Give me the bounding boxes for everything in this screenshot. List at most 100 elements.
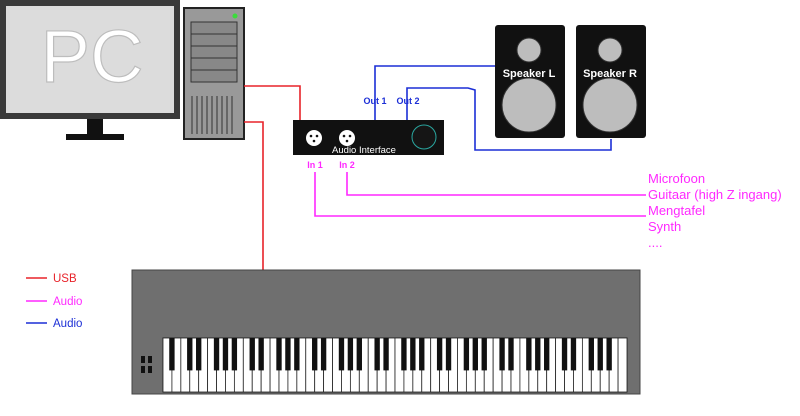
legend-label-usb: USB <box>53 273 77 285</box>
xlr-pin <box>315 134 319 138</box>
black-key <box>597 338 603 371</box>
audio-out-cables <box>374 65 612 151</box>
xlr-jack-icon <box>339 130 355 146</box>
black-key <box>436 338 443 371</box>
monitor-screen <box>6 6 174 113</box>
usb-cable-keyboard <box>244 121 264 270</box>
xlr-pin <box>345 139 349 143</box>
black-key <box>508 338 514 371</box>
usb-cable-interface <box>244 85 301 122</box>
black-key <box>276 338 282 371</box>
black-key <box>383 338 389 371</box>
keyboard-button <box>141 366 145 373</box>
black-key <box>588 338 594 371</box>
white-key <box>617 337 628 393</box>
black-key <box>401 338 407 371</box>
source-item: Microfoon <box>648 171 705 186</box>
pc-tower-icon <box>183 7 245 140</box>
black-key <box>570 338 577 371</box>
source-list: Microfoon Guitaar (high Z ingang) Mengta… <box>648 171 782 250</box>
speaker-right-tweeter <box>597 37 623 63</box>
legend: USB Audio Audio <box>26 273 82 330</box>
monitor-neck <box>87 119 103 135</box>
source-item: Synth <box>648 219 681 234</box>
xlr-pin <box>348 134 352 138</box>
audio-out-cable-left <box>374 65 500 122</box>
speaker-left-tweeter <box>516 37 542 63</box>
audio-in-cable-1 <box>314 172 646 217</box>
legend-label-audio-in: Audio <box>53 296 82 308</box>
keyboard-button <box>141 356 145 363</box>
speaker-icon: Speaker R <box>576 25 646 138</box>
black-key <box>606 338 612 371</box>
black-key <box>526 338 532 371</box>
in1-label: In 1 <box>307 160 323 170</box>
source-item: Guitaar (high Z ingang) <box>648 187 782 202</box>
black-key <box>463 338 470 371</box>
black-key <box>535 338 541 371</box>
black-key <box>356 338 362 371</box>
black-key <box>499 338 505 371</box>
black-key <box>481 338 487 371</box>
xlr-pin <box>342 134 346 138</box>
xlr-pin <box>312 139 316 143</box>
in2-label: In 2 <box>339 160 355 170</box>
midi-keyboard-icon <box>131 269 641 395</box>
out1-label: Out 1 <box>363 96 386 106</box>
xlr-jack-2 <box>339 130 355 146</box>
black-key <box>338 338 345 371</box>
black-key <box>410 338 416 371</box>
black-key <box>213 338 220 371</box>
speaker-right-woofer <box>582 77 638 133</box>
black-key <box>231 338 238 371</box>
monitor-label: PC <box>41 15 144 98</box>
power-led <box>232 13 238 19</box>
audio-interface-icon: Audio Interface <box>293 120 444 156</box>
source-item: .... <box>648 235 662 250</box>
black-keys <box>169 338 612 371</box>
black-key <box>222 338 229 371</box>
source-item: Mengtafel <box>648 203 705 218</box>
black-key <box>320 338 327 371</box>
interface-label: Audio Interface <box>332 145 396 156</box>
legend-label-audio-out: Audio <box>53 318 82 330</box>
audio-in-cable-2 <box>346 172 646 196</box>
black-key <box>169 338 175 371</box>
keyboard-controls <box>141 356 152 373</box>
black-key <box>374 338 380 371</box>
black-key <box>445 338 452 371</box>
volume-knob-icon <box>411 124 437 150</box>
black-key <box>249 338 255 371</box>
keyboard-button <box>148 366 152 373</box>
speaker-left-label: Speaker L <box>503 68 556 80</box>
tower-vents <box>191 96 233 134</box>
xlr-jack-icon <box>306 130 322 146</box>
usb-cables <box>244 85 301 270</box>
black-key <box>294 338 300 371</box>
black-key <box>187 338 193 371</box>
audio-out-cable-right <box>406 87 612 151</box>
black-key <box>285 338 291 371</box>
out2-label: Out 2 <box>396 96 419 106</box>
black-key <box>196 338 202 371</box>
xlr-jack-1 <box>306 130 322 146</box>
white-keys <box>162 337 628 393</box>
monitor-icon: PC <box>0 0 180 140</box>
speaker-right-label: Speaker R <box>583 68 637 80</box>
black-key <box>544 338 550 371</box>
speaker-icon: Speaker L <box>495 25 565 138</box>
tower-bays <box>190 21 238 83</box>
audio-in-cables <box>314 172 646 217</box>
keyboard-button <box>148 356 152 363</box>
xlr-pin <box>309 134 313 138</box>
black-key <box>312 338 318 371</box>
black-key <box>419 338 425 371</box>
monitor-base <box>66 134 124 140</box>
black-key <box>258 338 264 371</box>
speaker-left-woofer <box>501 77 557 133</box>
black-key <box>472 338 478 371</box>
black-key <box>347 338 354 371</box>
black-key <box>561 338 568 371</box>
